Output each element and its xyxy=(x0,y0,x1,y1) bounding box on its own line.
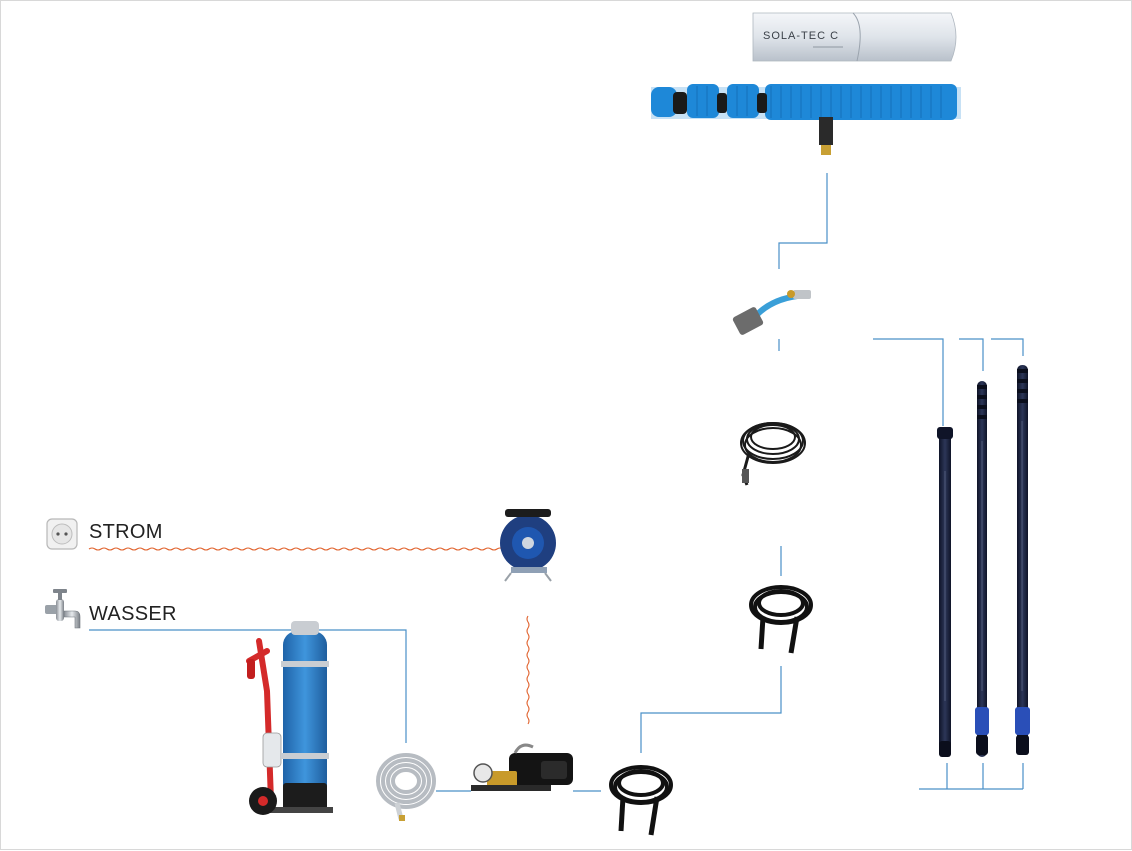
hose-lower xyxy=(609,765,673,836)
telescopic-pole-2 xyxy=(975,381,989,757)
power-socket-icon xyxy=(46,518,78,550)
strom-label: STROM xyxy=(89,521,163,543)
cable-reel xyxy=(500,509,556,582)
coiled-cable xyxy=(740,422,806,486)
brush-cover: SOLA-TEC C xyxy=(752,12,957,62)
power-line-socket xyxy=(88,547,510,551)
telescopic-pole-3 xyxy=(1015,365,1030,755)
water-connectors xyxy=(89,173,1024,792)
pump-unit xyxy=(471,743,573,791)
rotating-brush xyxy=(651,84,961,155)
telescopic-pole-1 xyxy=(937,427,953,757)
hose-adapter xyxy=(732,290,811,335)
water-line-hose-hose xyxy=(640,666,782,753)
pole-line-2 xyxy=(959,338,984,371)
water-line-tap xyxy=(89,629,407,743)
water-line-adapter-brush xyxy=(778,173,828,269)
pole-line-1 xyxy=(873,338,944,426)
hose-upper xyxy=(749,585,813,654)
water-tap-icon xyxy=(45,589,81,629)
power-line-reel-pump xyxy=(526,615,530,725)
power-connectors xyxy=(88,547,530,725)
wasser-label: WASSER xyxy=(89,603,177,625)
pole-line-3 xyxy=(991,338,1024,356)
hose-grey xyxy=(376,753,436,821)
cover-brand-text: SOLA-TEC C xyxy=(763,30,839,42)
filter-trolley xyxy=(246,621,333,815)
